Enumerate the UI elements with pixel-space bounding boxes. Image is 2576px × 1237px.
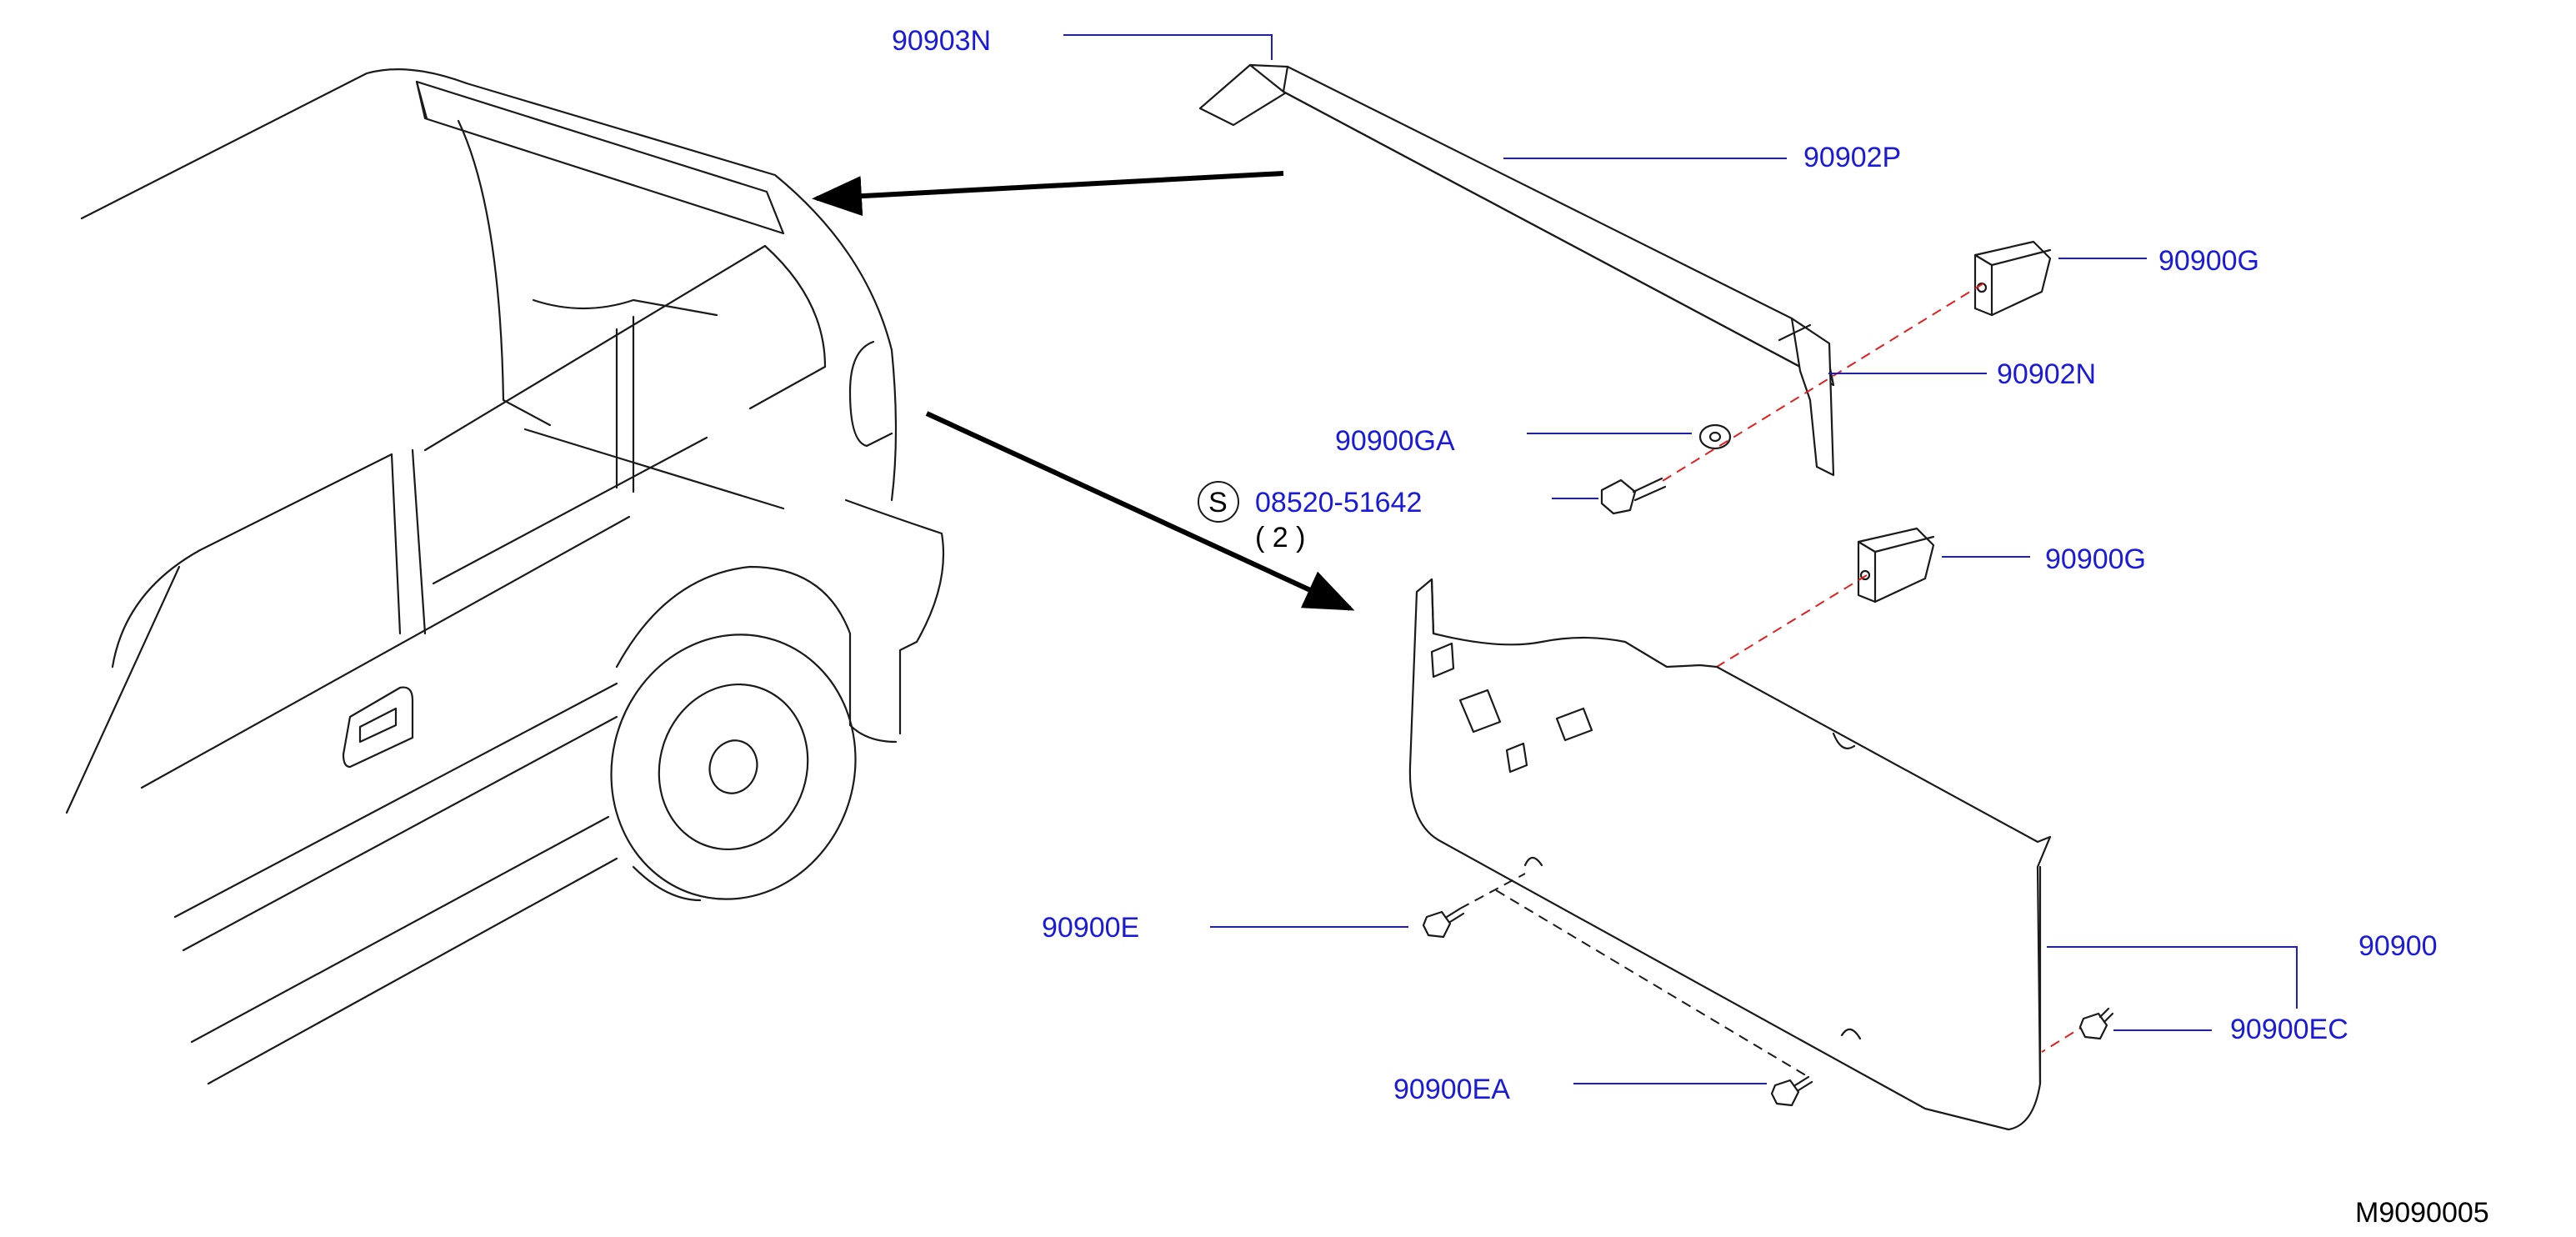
push-clip-ea: [1770, 1075, 1813, 1107]
screw: [1600, 477, 1667, 515]
clip-block-lower: [1857, 527, 1935, 603]
label-90900: 90900: [2358, 930, 2438, 962]
arrow-to-trim: [925, 411, 1355, 611]
label-90900EC: 90900EC: [2230, 1014, 2348, 1045]
label-90900E: 90900E: [1042, 912, 1139, 944]
vehicle-illustration: [65, 68, 945, 1085]
arrow-to-spoiler: [812, 171, 1284, 217]
clip-block-upper: [1973, 240, 2052, 317]
washer: [1698, 423, 1732, 450]
leader-lines: [1063, 34, 2298, 1084]
screw-symbol: S: [1208, 487, 1228, 518]
label-90900G-lower: 90900G: [2045, 543, 2146, 575]
diagram-id: M9090005: [2355, 1197, 2489, 1229]
label-90900G-upper: 90900G: [2158, 245, 2259, 277]
label-90900EA: 90900EA: [1393, 1074, 1510, 1105]
trim-panel: [1408, 578, 2052, 1131]
label-90903N: 90903N: [892, 25, 991, 57]
guide-line-lower: [1716, 574, 1868, 668]
label-90902N: 90902N: [1997, 358, 2096, 390]
spoiler-part: [1198, 63, 1835, 477]
push-clip-ec: [2078, 1007, 2114, 1040]
guide-line-upper: [1658, 283, 1984, 484]
screw-quantity: ( 2 ): [1255, 522, 1305, 553]
label-90902P: 90902P: [1803, 142, 1901, 173]
screw-symbol-circle: [1198, 481, 1239, 523]
label-08520-51642: 08520-51642: [1255, 487, 1422, 518]
label-90900GA: 90900GA: [1335, 425, 1455, 457]
push-clip-e: [1422, 907, 1465, 939]
